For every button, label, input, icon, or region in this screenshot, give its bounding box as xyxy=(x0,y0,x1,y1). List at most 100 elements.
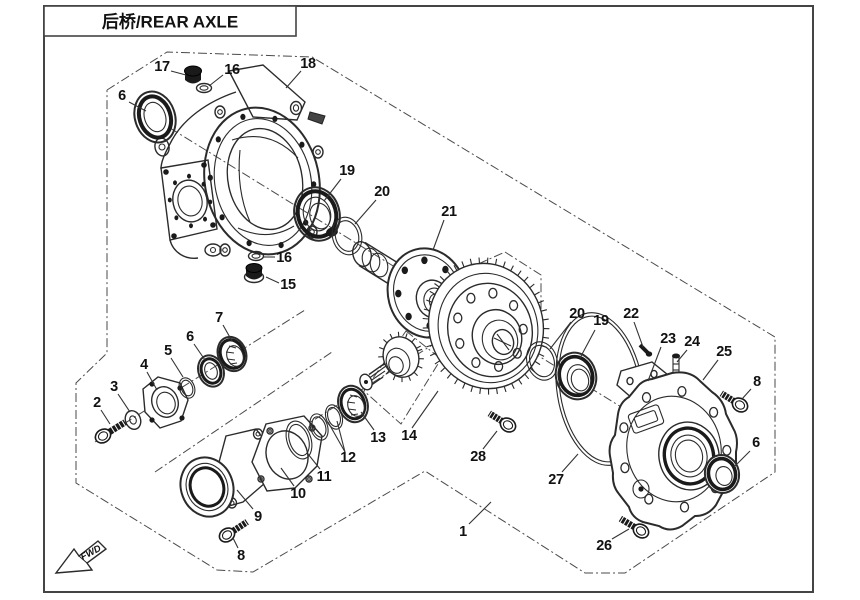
leader-line-part-12 xyxy=(336,420,346,453)
leader-line-part-3 xyxy=(117,393,131,413)
leader-line-part-10 xyxy=(280,467,295,487)
page-border xyxy=(43,5,814,593)
part-6-seal-topleft-drawing xyxy=(133,90,177,144)
part-7-bearing-drawing xyxy=(216,335,248,373)
part-16-washer-mid-drawing xyxy=(247,250,265,262)
part-8-bolt-bottom-drawing xyxy=(218,519,249,543)
leader-line-part-22 xyxy=(633,321,644,348)
part-callout-20-12: 20 xyxy=(374,184,390,200)
part-26-bolt-drawing xyxy=(618,515,650,539)
leader-line-part-23 xyxy=(647,346,662,382)
part-14-pinion-gear-drawing xyxy=(359,331,424,391)
part-callout-6-7: 6 xyxy=(118,88,126,104)
part-callout-8-22: 8 xyxy=(237,548,245,564)
part-callout-19-32: 19 xyxy=(593,313,609,329)
part-callout-10-17: 10 xyxy=(290,486,306,502)
part-callout-28-23: 28 xyxy=(470,449,486,465)
part-17-fill-plug-drawing xyxy=(184,65,202,84)
part-2-bolt-drawing xyxy=(94,419,127,444)
part-20-ring-right-drawing xyxy=(525,341,559,381)
leader-line-part-16 xyxy=(208,74,224,87)
leader-line-part-6 xyxy=(193,343,206,361)
part-callout-16-9: 16 xyxy=(224,62,240,78)
part-callout-27-24: 27 xyxy=(548,472,564,488)
leader-line-part-11 xyxy=(307,453,321,470)
part-callout-4-3: 4 xyxy=(140,357,148,373)
part-callout-16-14: 16 xyxy=(276,250,292,266)
ring-gear-assembly-drawing xyxy=(422,257,550,395)
part-8-bolt-right-drawing xyxy=(719,390,749,413)
part-callout-1-0: 1 xyxy=(459,524,467,540)
part-12-shim-rings-drawing xyxy=(309,404,344,441)
part-10-gasket-drawing xyxy=(251,415,323,492)
part-callout-9-16: 9 xyxy=(254,509,262,525)
leader-line-part-19 xyxy=(323,178,342,202)
part-28-bolt-drawing xyxy=(487,410,517,433)
part-3-washer-drawing xyxy=(124,410,142,430)
part-25-cover-drawing xyxy=(608,371,738,531)
leader-line-part-25 xyxy=(702,359,719,381)
leader-line-part-28 xyxy=(482,430,498,450)
leader-line-part-1 xyxy=(468,501,492,525)
leader-line-part-2 xyxy=(100,409,111,425)
leader-line-part-6 xyxy=(128,101,147,112)
part-11-oring-drawing xyxy=(285,420,313,460)
part-callout-20-33: 20 xyxy=(569,306,585,322)
part-callout-26-25: 26 xyxy=(596,538,612,554)
part-callout-2-1: 2 xyxy=(93,395,101,411)
leader-line-part-24 xyxy=(676,349,688,363)
part-callout-22-26: 22 xyxy=(623,306,639,322)
fwd-arrow: FWD xyxy=(54,540,108,574)
part-19-bearing-right-drawing xyxy=(554,351,598,401)
part-callout-19-11: 19 xyxy=(339,163,355,179)
leader-line-part-15 xyxy=(265,276,280,284)
part-9-bearing-carrier-drawing xyxy=(179,428,273,518)
part-callout-11-18: 11 xyxy=(317,469,332,485)
leader-line-part-20 xyxy=(354,199,377,225)
leader-line-part-5 xyxy=(170,357,184,378)
part-callout-13-20: 13 xyxy=(370,430,386,446)
leader-line-part-27 xyxy=(561,453,579,473)
leader-line-part-17 xyxy=(170,70,187,76)
part-callout-18-10: 18 xyxy=(300,56,316,72)
leader-line-part-6 xyxy=(733,450,751,468)
part-callout-25-29: 25 xyxy=(716,344,732,360)
part-callout-3-2: 3 xyxy=(110,379,118,395)
leader-line-part-8 xyxy=(741,388,752,400)
bolt-drawings xyxy=(94,390,749,543)
part-callout-6-5: 6 xyxy=(186,329,194,345)
part-13-bearing-drawing xyxy=(337,384,369,424)
part-20-ring-top-drawing xyxy=(331,216,363,256)
part-callout-17-8: 17 xyxy=(154,59,170,75)
part-22-screw-drawing xyxy=(638,343,653,357)
leader-line-part-20 xyxy=(549,321,572,350)
leader-line-part-8 xyxy=(232,537,239,549)
part-5-oring-drawing xyxy=(178,377,196,399)
part-callout-8-30: 8 xyxy=(753,374,761,390)
part-callout-15-15: 15 xyxy=(280,277,296,293)
leader-line-part-21 xyxy=(432,219,445,251)
part-6-seal-right-drawing xyxy=(703,454,741,494)
part-18-housing-drawing xyxy=(154,64,338,259)
part-4-flange-drawing xyxy=(142,376,189,429)
leader-line-part-19 xyxy=(579,329,596,359)
part-16-washer-top-drawing xyxy=(195,82,213,94)
leader-line-part-13 xyxy=(360,411,375,431)
part-callout-24-28: 24 xyxy=(684,334,700,350)
title-box xyxy=(43,5,297,37)
part-callout-21-13: 21 xyxy=(441,204,457,220)
part-callout-23-27: 23 xyxy=(660,331,676,347)
leader-line-part-9 xyxy=(236,489,254,510)
part-callout-5-4: 5 xyxy=(164,343,172,359)
part-15-drain-plug-drawing xyxy=(243,263,265,284)
leader-line-part-18 xyxy=(285,70,302,89)
part-19-bearing-top-drawing xyxy=(293,186,341,242)
leader-line-part-14 xyxy=(411,390,439,429)
part-callout-12-19: 12 xyxy=(340,450,356,466)
page-title: 后桥/REAR AXLE xyxy=(102,13,238,32)
leader-line-part-26 xyxy=(611,528,630,540)
leader-line-part-7 xyxy=(222,324,233,342)
